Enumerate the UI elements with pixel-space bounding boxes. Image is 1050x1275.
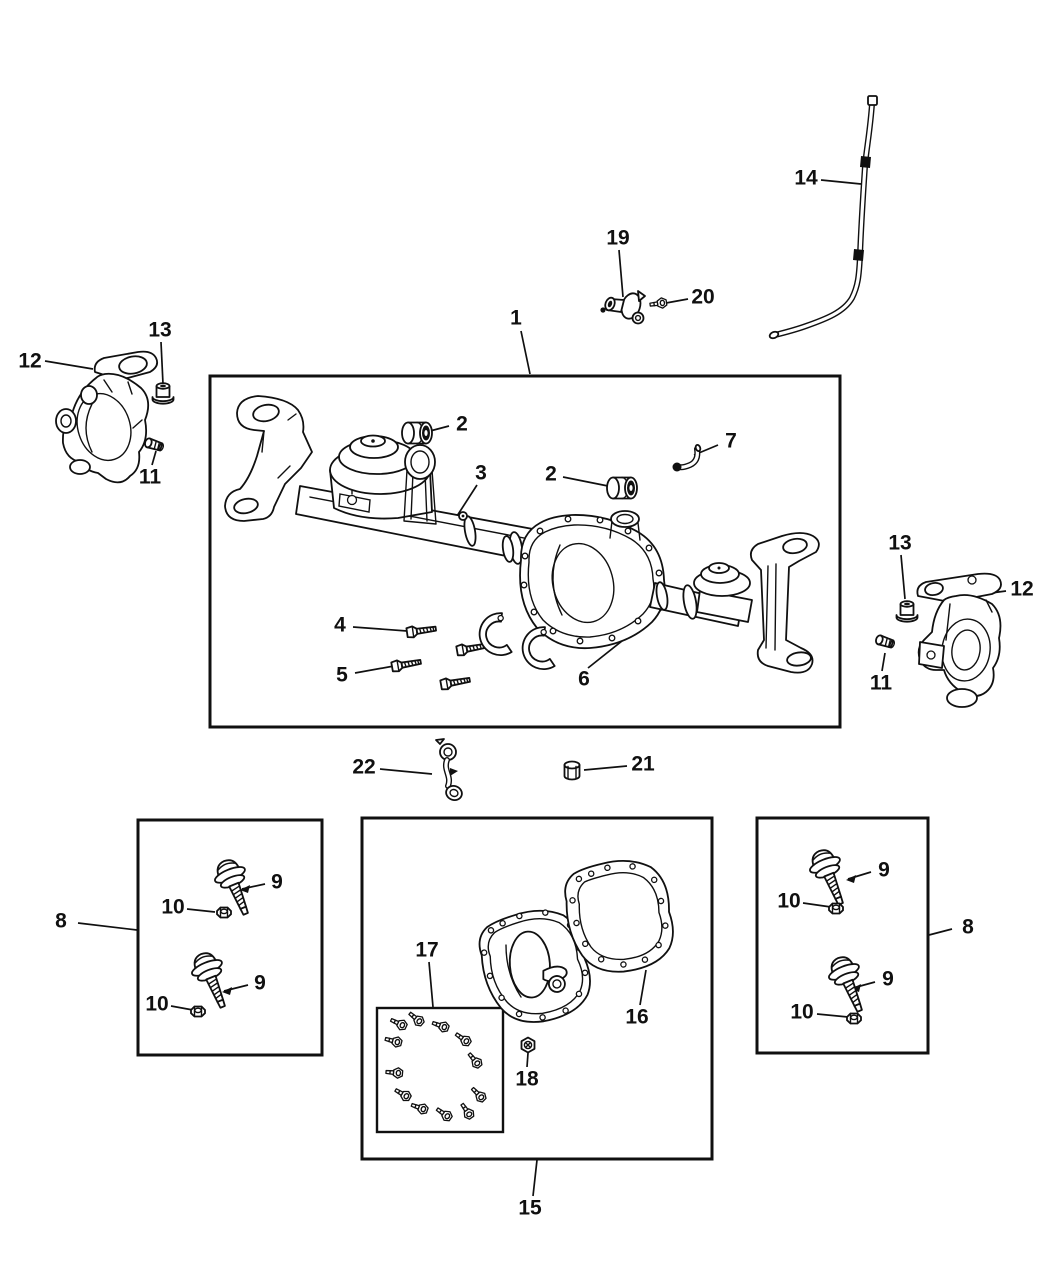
ball-joint-box-left: [136, 818, 324, 1057]
callout-2-right[interactable]: 2: [545, 462, 557, 486]
leader-10-left-lower: [170, 1005, 194, 1011]
leader-2-left: [429, 425, 450, 432]
callout-12-left[interactable]: 12: [18, 349, 42, 373]
callout-5[interactable]: 5: [336, 663, 348, 687]
leader-14: [820, 179, 862, 185]
axle-assembly-drawing: [224, 395, 820, 692]
callout-7[interactable]: 7: [725, 429, 737, 453]
nut-part-18: [520, 1036, 536, 1054]
clamp-crescent-left: [474, 611, 513, 661]
leader-10-right-upper: [802, 902, 832, 908]
callout-3[interactable]: 3: [475, 461, 487, 485]
callout-10-left-lower[interactable]: 10: [145, 992, 169, 1016]
bushing-part-13-right: [895, 600, 919, 623]
arrowhead-9-right-upper: [846, 875, 856, 883]
cover-bolt-kit: [383, 1008, 489, 1124]
leader-21: [583, 765, 628, 771]
leader-4: [352, 626, 408, 632]
bolt-part-4: [405, 622, 438, 640]
callout-4[interactable]: 4: [334, 613, 346, 637]
callout-20[interactable]: 20: [691, 285, 715, 309]
nut-part-10-right-lower: [846, 1012, 862, 1025]
callout-13-left[interactable]: 13: [148, 318, 172, 342]
leader-2-right: [562, 476, 609, 487]
nut-part-21: [563, 760, 581, 781]
stud-part-11-right: [873, 633, 897, 650]
callout-2-left[interactable]: 2: [456, 412, 468, 436]
callout-18[interactable]: 18: [515, 1067, 539, 1091]
callout-11-right[interactable]: 11: [869, 671, 893, 695]
leader-13-right: [900, 554, 906, 600]
bracket-part-22: [435, 738, 463, 802]
main-assembly-box: [208, 374, 842, 729]
callout-1[interactable]: 1: [510, 306, 522, 330]
callout-9-left-upper[interactable]: 9: [271, 870, 283, 894]
callout-9-left-lower[interactable]: 9: [254, 971, 266, 995]
nut-part-10-right-upper: [828, 902, 844, 915]
bolt-part-5: [390, 655, 423, 674]
callout-11-left[interactable]: 11: [138, 465, 162, 489]
leader-22: [379, 768, 433, 775]
gasket-holes: [569, 863, 669, 968]
fitting-part-19: [600, 290, 646, 325]
callout-9-right-lower[interactable]: 9: [882, 967, 894, 991]
knuckle-part-12-left: [55, 350, 159, 484]
leader-5: [354, 665, 395, 674]
ball-joint-part-9-right-upper: [803, 844, 857, 911]
leader-16: [639, 969, 647, 1006]
leader-13-left: [160, 341, 164, 385]
callout-13-right[interactable]: 13: [888, 531, 912, 555]
leader-3: [456, 484, 478, 517]
bushing-part-2-right: [606, 476, 638, 500]
gasket-part-16: [564, 859, 674, 973]
bolt-extra-lower: [439, 673, 472, 692]
leader-11-left: [151, 450, 157, 466]
callout-8-right[interactable]: 8: [962, 915, 974, 939]
leader-20: [665, 298, 689, 304]
leader-1: [520, 330, 531, 375]
bushing-part-2-left: [401, 421, 433, 445]
stud-part-11-left: [142, 436, 166, 453]
nut-part-10-left-lower: [190, 1005, 206, 1018]
leader-10-right-lower: [816, 1013, 849, 1018]
leader-17: [428, 961, 434, 1008]
leader-19: [618, 249, 624, 298]
callout-10-right-upper[interactable]: 10: [777, 889, 801, 913]
callout-21[interactable]: 21: [631, 752, 655, 776]
callout-8-left[interactable]: 8: [55, 909, 67, 933]
diff-flange-holes: [520, 515, 663, 645]
callout-10-right-lower[interactable]: 10: [790, 1000, 814, 1024]
screw-part-20: [648, 296, 668, 311]
arrowhead-9-left-lower: [222, 987, 232, 995]
knuckle-part-12-right: [916, 572, 1002, 708]
ball-joint-box-right: [755, 816, 930, 1055]
elbow-part-7: [672, 444, 702, 472]
bolt-kit-inner-box: [375, 1006, 505, 1134]
callout-22[interactable]: 22: [352, 755, 376, 779]
leader-11-right: [881, 652, 886, 672]
leader-10-left-upper: [186, 908, 216, 913]
callout-14[interactable]: 14: [794, 166, 818, 190]
callout-19[interactable]: 19: [606, 226, 630, 250]
leader-12-left: [44, 360, 94, 370]
callout-9-right-upper[interactable]: 9: [878, 858, 890, 882]
callout-12-right[interactable]: 12: [1010, 577, 1034, 601]
ball-joint-part-9-left-lower: [185, 947, 239, 1014]
callout-6[interactable]: 6: [578, 667, 590, 691]
callout-17[interactable]: 17: [415, 938, 439, 962]
leader-18: [526, 1052, 529, 1068]
bushing-part-13-left: [151, 382, 175, 405]
diff-cover-drawing: [478, 909, 591, 1023]
nut-part-10-left-upper: [216, 906, 232, 919]
callout-15[interactable]: 15: [518, 1196, 542, 1220]
cover-kit-box: [360, 816, 714, 1161]
leader-8-left: [77, 922, 138, 931]
tube-part-14: [768, 95, 878, 340]
callout-16[interactable]: 16: [625, 1005, 649, 1029]
callout-10-left-upper[interactable]: 10: [161, 895, 185, 919]
leader-15: [532, 1159, 538, 1197]
arrowhead-9-left-upper: [240, 885, 250, 893]
leader-8-right: [928, 928, 953, 936]
